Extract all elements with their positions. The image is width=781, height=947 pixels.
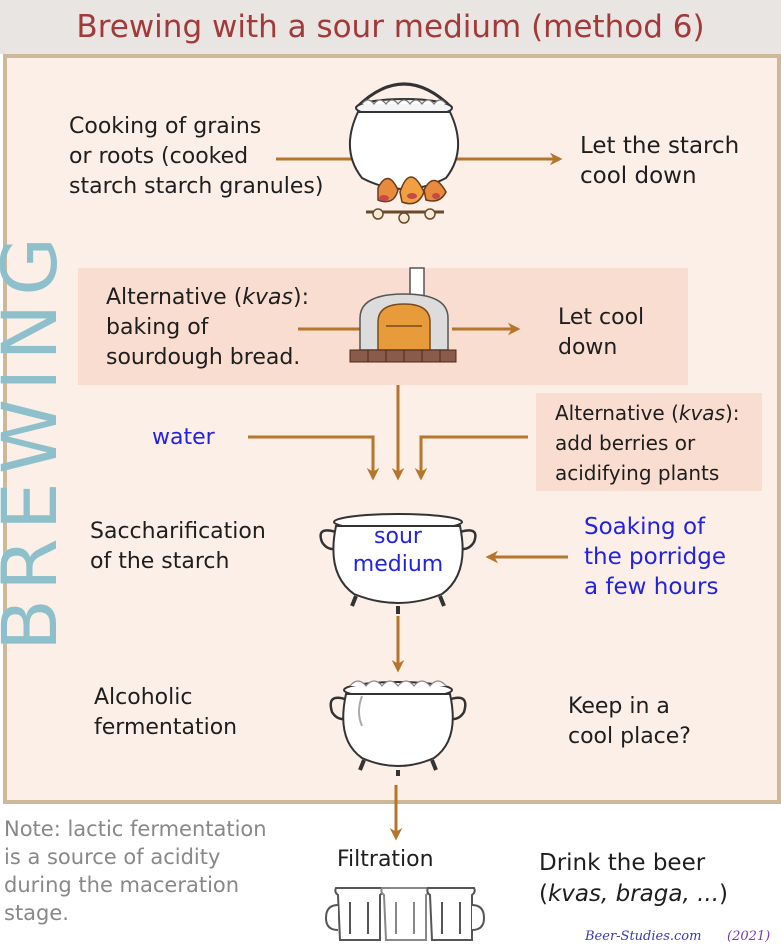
step-alt-bread-line: Alternative (kvas): [106,283,309,313]
beer-mugs-icon [324,887,486,941]
step-alt-bread: Alternative (kvas): baking of sourdough … [106,283,309,373]
arrow-berries [414,435,528,481]
step-fermentation: Alcoholic fermentation [94,683,237,743]
credit-site: Beer-Studies.com [585,929,702,944]
step-cool-starch-line: Let the starch [580,133,740,159]
drink-open: ( [539,881,548,907]
step-alt-berries: Alternative (kvas): add berries or acidi… [555,398,740,488]
pot-label-line: sour [374,524,422,549]
alt-berries-kvas: kvas [678,401,725,425]
page-title: Brewing with a sour medium (method 6) [76,9,705,45]
alt-bread-suffix: ): [292,285,309,310]
step-soaking-line: the porridge [584,544,726,570]
step-alt-berries-line: add berries or [555,431,696,455]
step-saccharification-line: of the starch [90,549,230,574]
step-keep-cool-line: cool place? [568,724,691,749]
note-line: during the maceration [4,873,240,897]
step-alt-bread-line: baking of [106,315,209,340]
step-cooking-line: or roots (cooked [69,144,249,169]
step-soaking-line: Soaking of [584,514,706,540]
header-band [0,0,781,54]
alt-berries-box [536,393,762,491]
input-water: water [152,425,215,450]
pot-label-sour-medium: sour medium [338,523,458,579]
fermentation-pot-icon [329,680,467,776]
note-line: Note: lactic fermentation [4,817,267,841]
step-keep-cool-line: Keep in a [568,694,670,719]
arrow-water [248,435,380,481]
step-fermentation-line: fermentation [94,715,238,740]
alt-bread-kvas: kvas [242,285,293,310]
drink-close: ) [719,881,728,907]
credit-year: (2021) [727,929,771,944]
step-drink-line: Drink the beer [539,850,706,876]
step-keep-cool: Keep in a cool place? [568,692,691,752]
step-drink-line: (kvas, braga, ...) [539,879,728,910]
step-fermentation-line: Alcoholic [94,685,193,710]
pot-label-line: medium [352,552,444,577]
step-saccharification-line: Saccharification [90,519,266,544]
step-alt-berries-line: acidifying plants [555,461,720,485]
step-cool-bread-line: Let cool [558,305,645,330]
step-alt-berries-line: Alternative (kvas): [555,398,740,428]
step-filtration: Filtration [337,847,434,872]
drink-kvas-braga: kvas, braga, ... [547,881,720,907]
step-soaking: Soaking of the porridge a few hours [584,512,726,602]
note-line: stage. [4,901,69,925]
step-cooking-line: Cooking of grains [69,114,262,139]
cauldron-fire-icon [348,82,460,224]
alt-berries-prefix: Alternative ( [555,401,679,425]
bread-oven-icon [349,267,457,363]
step-cool-starch: Let the starch cool down [580,131,739,191]
step-soaking-line: a few hours [584,574,719,600]
step-alt-bread-line: sourdough bread. [106,345,301,370]
step-cool-bread: Let cool down [558,303,644,363]
step-drink: Drink the beer (kvas, braga, ...) [539,848,728,910]
flow-arrows [248,152,568,841]
note-line: is a source of acidity [4,845,221,869]
step-cool-bread-line: down [558,335,618,360]
step-cool-starch-line: cool down [580,163,697,189]
sour-pot-icon [319,513,477,614]
note-lactic: Note: lactic fermentation is a source of… [4,815,267,927]
step-cooking: Cooking of grains or roots (cooked starc… [69,112,323,202]
alt-bread-prefix: Alternative ( [106,285,243,310]
step-cooking-line: starch starch granules) [69,174,324,199]
step-saccharification: Saccharification of the starch [90,517,266,577]
alt-berries-suffix: ): [724,401,740,425]
